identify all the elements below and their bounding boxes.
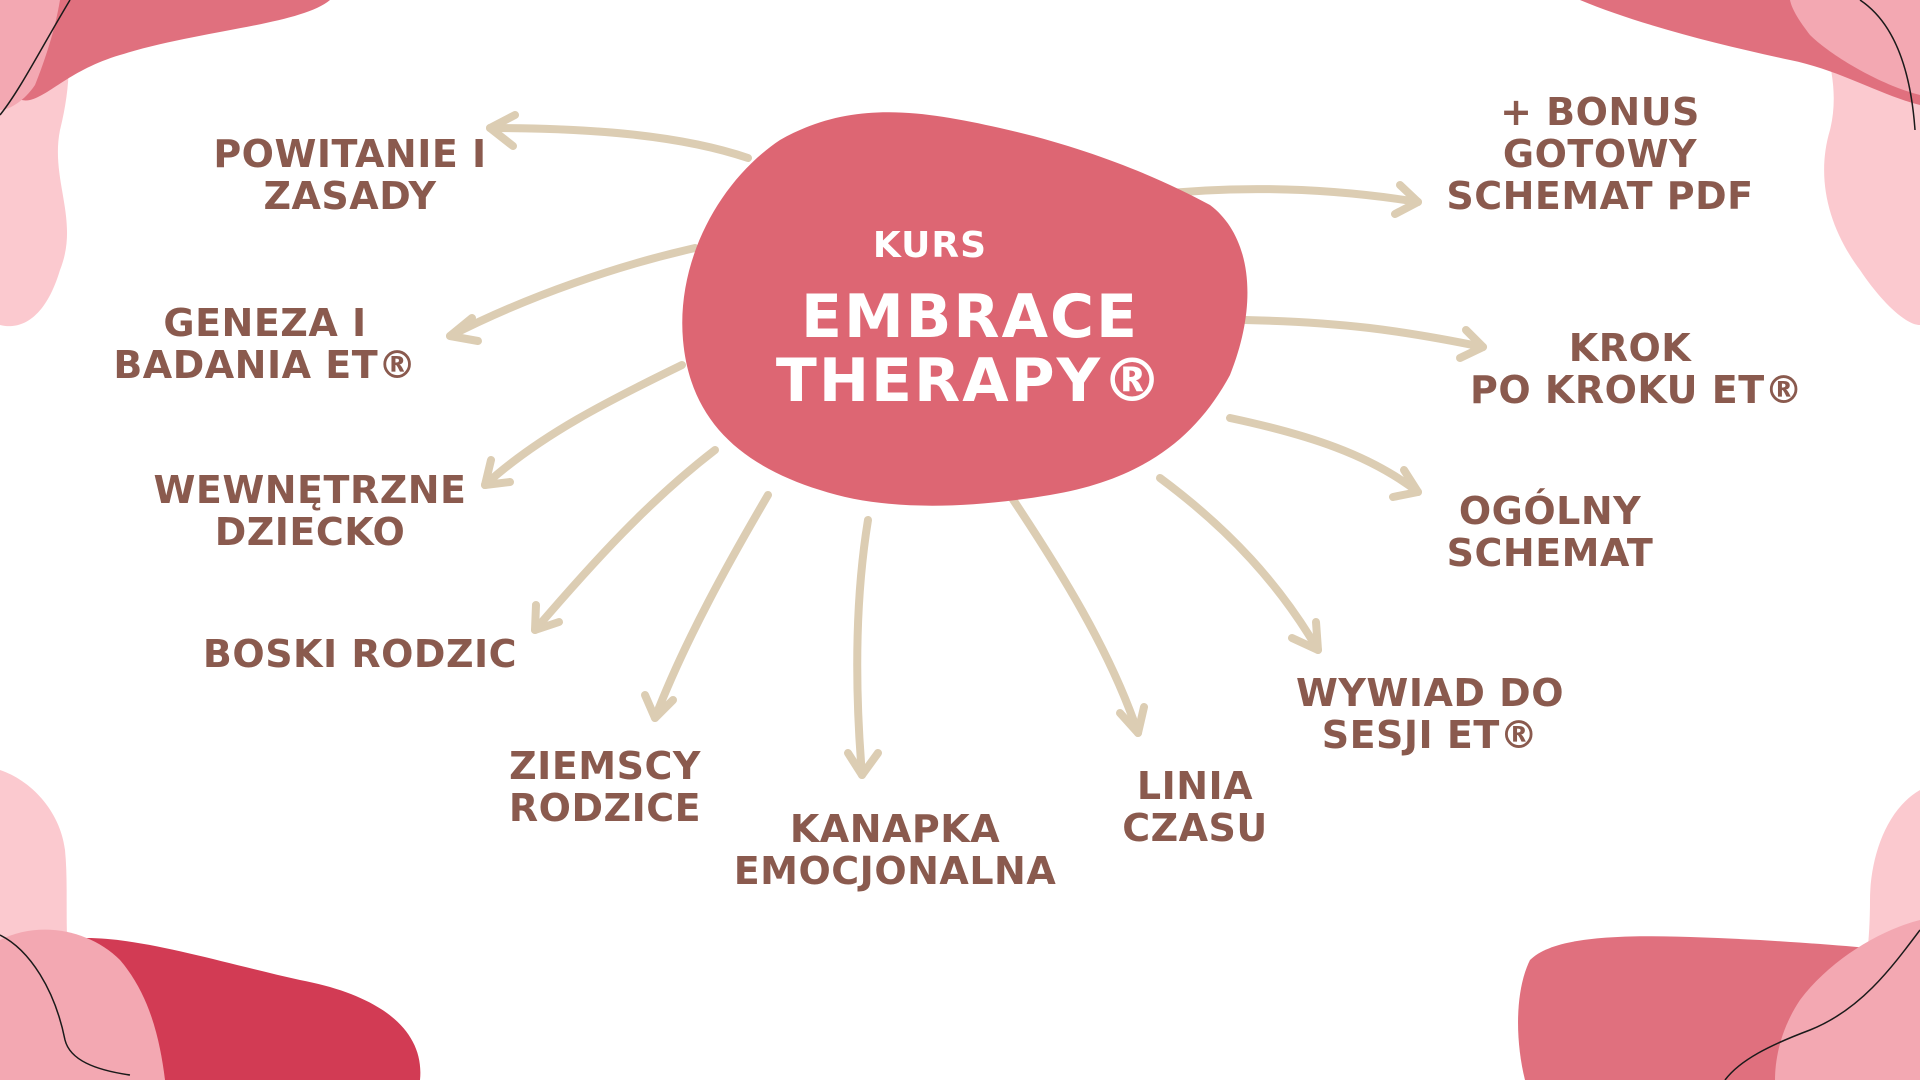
arrow-to-wywiad xyxy=(1156,474,1322,654)
center-kicker: KURS xyxy=(872,225,988,266)
topic-geneza: GENEZA I BADANIA ET® xyxy=(110,302,420,386)
corner-line-top-left xyxy=(0,0,71,116)
topic-line: ZASADY xyxy=(263,174,437,218)
topic-line: LINIA xyxy=(1136,764,1254,808)
arrow-to-bonus xyxy=(1146,181,1422,218)
corner-blob-top-left-mid xyxy=(0,0,330,101)
corner-line-top-right xyxy=(1859,0,1916,131)
corner-blob-top-left-light xyxy=(0,0,60,110)
arrow-to-powitanie xyxy=(486,111,752,162)
center-blob xyxy=(682,112,1248,506)
topic-line: OGÓLNY xyxy=(1458,489,1642,533)
corner-line-bottom-left xyxy=(0,934,131,1076)
arrow-to-krok xyxy=(1241,316,1487,362)
corner-blob-bottom-left-light xyxy=(0,929,165,1080)
topic-line: EMOCJONALNA xyxy=(733,849,1057,893)
topic-ogolny: OGÓLNY SCHEMAT xyxy=(1425,490,1675,574)
arrow-to-geneza xyxy=(446,244,699,345)
topic-line: BOSKI RODZIC xyxy=(202,632,518,676)
arrow-to-wewnetrzne xyxy=(481,361,686,489)
center-title-line2: THERAPY® xyxy=(775,346,1165,416)
topic-line: SCHEMAT PDF xyxy=(1446,174,1754,218)
topic-boski-rodzic: BOSKI RODZIC xyxy=(200,633,520,675)
topic-line: BADANIA ET® xyxy=(113,343,417,387)
arrow-to-kanapka xyxy=(844,516,882,779)
topic-bonus: + BONUS GOTOWY SCHEMAT PDF xyxy=(1430,91,1770,217)
topic-linia: LINIA CZASU xyxy=(1105,765,1285,849)
topic-powitanie: POWITANIE I ZASADY xyxy=(210,133,490,217)
topic-line: + BONUS xyxy=(1500,90,1700,134)
topic-line: GENEZA I xyxy=(163,301,367,345)
arrow-to-ziemscy xyxy=(641,491,772,722)
center-title: EMBRACE THERAPY® xyxy=(720,285,1220,413)
topic-line: PO KROKU ET® xyxy=(1470,368,1804,412)
topic-wewnetrzne: WEWNĘTRZNE DZIECKO xyxy=(150,469,470,553)
corner-blob-top-right-light xyxy=(1790,0,1920,95)
topic-kanapka: KANAPKA EMOCJONALNA xyxy=(725,808,1065,892)
topic-line: SESJI ET® xyxy=(1321,713,1539,757)
topic-line: KANAPKA xyxy=(789,807,1001,851)
corner-blob-bottom-right-light xyxy=(1775,920,1920,1080)
arrow-to-ogolny xyxy=(1226,414,1422,501)
topic-krok: KROK PO KROKU ET® xyxy=(1470,326,1804,412)
topic-line: RODZICE xyxy=(508,786,702,830)
topic-line: ZIEMSCY xyxy=(509,744,701,788)
topic-line: DZIECKO xyxy=(214,510,406,554)
topic-line: SCHEMAT xyxy=(1446,531,1654,575)
center-title-line1: EMBRACE xyxy=(800,282,1140,352)
arrow-to-linia xyxy=(1006,491,1148,737)
topic-line: WEWNĘTRZNE xyxy=(153,468,467,512)
topic-line: WYWIAD DO xyxy=(1295,671,1564,715)
topic-line: CZASU xyxy=(1122,806,1268,850)
topic-line: GOTOWY xyxy=(1502,132,1698,176)
topic-line: POWITANIE I xyxy=(213,132,487,176)
topic-ziemscy: ZIEMSCY RODZICE xyxy=(490,745,720,829)
topic-line: KROK xyxy=(1568,326,1692,370)
arrow-to-boski-rodzic xyxy=(531,446,719,634)
topic-wywiad: WYWIAD DO SESJI ET® xyxy=(1280,672,1580,756)
corner-line-bottom-right xyxy=(1724,929,1920,1080)
